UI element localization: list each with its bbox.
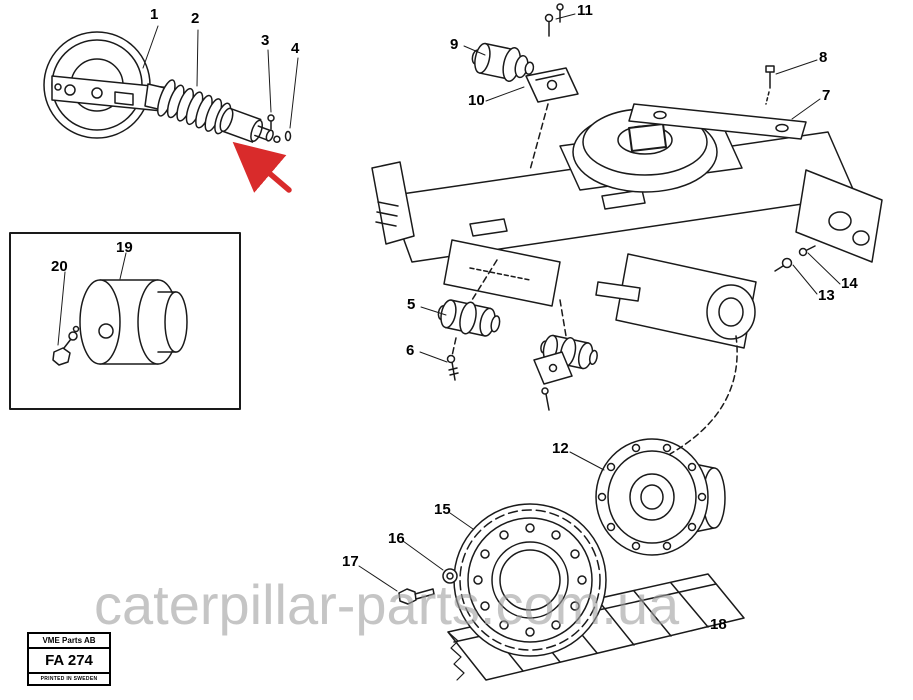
pin-4 bbox=[284, 130, 292, 142]
stamp-code: FA 274 bbox=[29, 649, 109, 674]
track-roller-rear bbox=[540, 334, 598, 370]
final-drive bbox=[595, 438, 726, 556]
bolt-17 bbox=[398, 588, 435, 605]
callout-17: 17 bbox=[342, 553, 359, 570]
roller-bracket-rear bbox=[533, 351, 573, 385]
callout-11: 11 bbox=[577, 2, 593, 19]
callout-8: 8 bbox=[819, 49, 828, 66]
watermark-text: caterpillar-parts.com.ua bbox=[94, 573, 680, 636]
callout-15: 15 bbox=[434, 501, 451, 518]
guard-plate bbox=[628, 103, 807, 140]
bolt-13 bbox=[774, 257, 793, 272]
callout-7: 7 bbox=[822, 87, 831, 104]
washer-16 bbox=[442, 568, 458, 584]
callout-1: 1 bbox=[150, 6, 159, 23]
idler-wheel bbox=[43, 31, 183, 139]
grease-fitting bbox=[52, 325, 80, 366]
publisher-stamp: VME Parts AB FA 274 PRINTED IN SWEDEN bbox=[27, 632, 111, 686]
carrier-roller bbox=[471, 42, 535, 82]
bolt-6 bbox=[446, 354, 459, 381]
callout-20: 20 bbox=[51, 258, 68, 275]
sprocket bbox=[453, 503, 607, 657]
track-roller-front bbox=[437, 299, 501, 337]
callout-2: 2 bbox=[191, 10, 200, 27]
callout-5: 5 bbox=[407, 296, 416, 313]
callout-10: 10 bbox=[468, 92, 485, 109]
leader-lines bbox=[57, 13, 841, 632]
callout-12: 12 bbox=[552, 440, 569, 457]
bolt-rear-roller bbox=[541, 387, 550, 411]
inset-box bbox=[9, 232, 241, 410]
bolt-3 bbox=[267, 114, 275, 130]
pivot-cylinder bbox=[79, 279, 188, 365]
callout-6: 6 bbox=[406, 342, 415, 359]
stamp-origin: PRINTED IN SWEDEN bbox=[40, 676, 98, 682]
stamp-brand: VME Parts AB bbox=[29, 634, 109, 649]
bolt-pair-11 bbox=[544, 3, 564, 37]
red-arrow bbox=[232, 141, 292, 193]
callout-13: 13 bbox=[818, 287, 835, 304]
callout-14: 14 bbox=[841, 275, 858, 292]
callout-3: 3 bbox=[261, 32, 270, 49]
roller-bracket bbox=[525, 67, 579, 103]
callout-9: 9 bbox=[450, 36, 459, 53]
recoil-spring bbox=[157, 79, 281, 143]
callout-4: 4 bbox=[291, 40, 300, 57]
bolt-8 bbox=[765, 65, 775, 105]
callout-19: 19 bbox=[116, 239, 133, 256]
assembly-dashed-lines bbox=[451, 103, 738, 455]
bolt-14 bbox=[798, 245, 816, 257]
callout-18: 18 bbox=[710, 616, 727, 633]
callout-16: 16 bbox=[388, 530, 405, 547]
